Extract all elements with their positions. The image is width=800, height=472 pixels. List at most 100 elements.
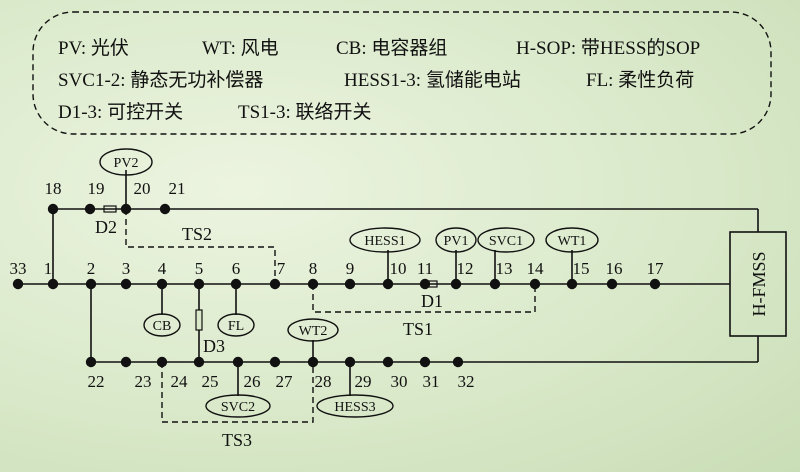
- bus-label-18: 18: [45, 179, 62, 198]
- bus-node-11: [419, 278, 431, 290]
- ts1-dashed-line: [312, 284, 536, 313]
- fl-label: FL: [228, 319, 244, 334]
- bus-label-20: 20: [134, 179, 151, 198]
- pv1-label: PV1: [444, 234, 469, 249]
- bus-label-25: 25: [202, 372, 219, 391]
- svc2-oval: [205, 394, 271, 418]
- legend-d: D1-3: 可控开关: [58, 101, 183, 123]
- bus-label-11: 11: [417, 259, 433, 278]
- legend-wt: WT: 风电: [202, 37, 279, 59]
- d3-label: D3: [203, 336, 225, 356]
- bus-label-7: 7: [277, 259, 286, 278]
- bus-node-33: [12, 278, 24, 290]
- bus-node-14: [529, 278, 541, 290]
- bus-node-26: [232, 356, 244, 368]
- bus-node-22: [85, 356, 97, 368]
- devices: PV2 HESS1 PV1 SVC1 WT1 CB FL WT2 SVC2 HE…: [99, 148, 599, 418]
- bus-node-23: [120, 356, 132, 368]
- hfmss-box: [729, 231, 787, 337]
- legend-box: [32, 11, 772, 135]
- bus-node-16: [606, 278, 618, 290]
- hess1-label: HESS1: [364, 234, 405, 249]
- bus-label-8: 8: [309, 259, 318, 278]
- bus-node-1: [47, 278, 59, 290]
- hess1-oval: [349, 227, 421, 253]
- d2-switch-icon: [103, 205, 117, 213]
- legend: PV: 光伏 WT: 风电 CB: 电容器组 H-SOP: 带HESS的SOP …: [58, 37, 700, 123]
- bus-node-17: [649, 278, 661, 290]
- ts2-label: TS2: [182, 224, 212, 244]
- bus-label-3: 3: [122, 259, 131, 278]
- bus-label-16: 16: [606, 259, 623, 278]
- hess3-oval: [316, 394, 394, 418]
- bus-label-1: 1: [44, 259, 53, 278]
- bus-label-10: 10: [390, 259, 407, 278]
- bus-label-24: 24: [171, 372, 189, 391]
- bus-label-13: 13: [496, 259, 513, 278]
- bus-node-3: [120, 278, 132, 290]
- legend-cb: CB: 电容器组: [336, 37, 447, 59]
- bus-node-25: [193, 356, 205, 368]
- wt1-label: WT1: [558, 234, 587, 249]
- bus-label-30: 30: [391, 372, 408, 391]
- bus-node-9: [344, 278, 356, 290]
- bus-label-12: 12: [457, 259, 474, 278]
- cb-oval: [143, 313, 181, 337]
- wt1-oval: [545, 227, 599, 253]
- d3-switch-icon: [195, 309, 203, 331]
- bus-label-21: 21: [169, 179, 186, 198]
- bus-node-29: [344, 356, 356, 368]
- tie-switches: [125, 209, 536, 423]
- legend-fl: FL: 柔性负荷: [586, 69, 694, 91]
- bus-node-24: [156, 356, 168, 368]
- bus-node-12: [450, 278, 462, 290]
- fl-oval: [217, 313, 255, 337]
- legend-svc: SVC1-2: 静态无功补偿器: [58, 69, 263, 91]
- bus-node-19: [84, 203, 96, 215]
- bus-node-20: [120, 203, 132, 215]
- bus-node-27: [269, 356, 281, 368]
- bus-node-5: [193, 278, 205, 290]
- svc1-oval: [477, 227, 535, 253]
- bus-node-30: [382, 356, 394, 368]
- bus-label-5: 5: [195, 259, 204, 278]
- d2-label: D2: [95, 217, 117, 237]
- bus-node-31: [419, 356, 431, 368]
- pv2-oval: [99, 148, 153, 176]
- bus-label-14: 14: [527, 259, 545, 278]
- legend-hsop: H-SOP: 带HESS的SOP: [516, 37, 700, 59]
- svc1-label: SVC1: [489, 234, 523, 249]
- bus-label-2: 2: [87, 259, 96, 278]
- bus-node-7: [269, 278, 281, 290]
- legend-pv: PV: 光伏: [58, 37, 129, 59]
- bus-label-27: 27: [276, 372, 294, 391]
- d1-label: D1: [421, 291, 443, 311]
- bus-node-6: [230, 278, 242, 290]
- bus-label-23: 23: [135, 372, 152, 391]
- legend-hess: HESS1-3: 氢储能电站: [344, 69, 521, 91]
- bus-node-10: [382, 278, 394, 290]
- bus-label-9: 9: [346, 259, 355, 278]
- bus-label-29: 29: [355, 372, 372, 391]
- bus-label-22: 22: [88, 372, 105, 391]
- bus-node-8: [307, 278, 319, 290]
- bus-label-17: 17: [647, 259, 665, 278]
- cb-label: CB: [153, 319, 172, 334]
- bus-label-26: 26: [244, 372, 261, 391]
- bus-node-21: [159, 203, 171, 215]
- wt2-oval: [287, 318, 339, 342]
- bus-nodes: [12, 203, 661, 368]
- bus-label-32: 32: [458, 372, 475, 391]
- hfmss-label: H-FMSS: [749, 251, 769, 316]
- bus-node-13: [489, 278, 501, 290]
- hess3-label: HESS3: [334, 400, 375, 415]
- bus-label-6: 6: [232, 259, 241, 278]
- bus-node-32: [452, 356, 464, 368]
- ts2-dashed-line: [125, 209, 276, 284]
- bus-label-28: 28: [315, 372, 332, 391]
- bus-label-33: 33: [10, 259, 27, 278]
- ts3-dashed-line: [161, 362, 314, 423]
- pv2-label: PV2: [114, 156, 139, 171]
- bus-node-2: [85, 278, 97, 290]
